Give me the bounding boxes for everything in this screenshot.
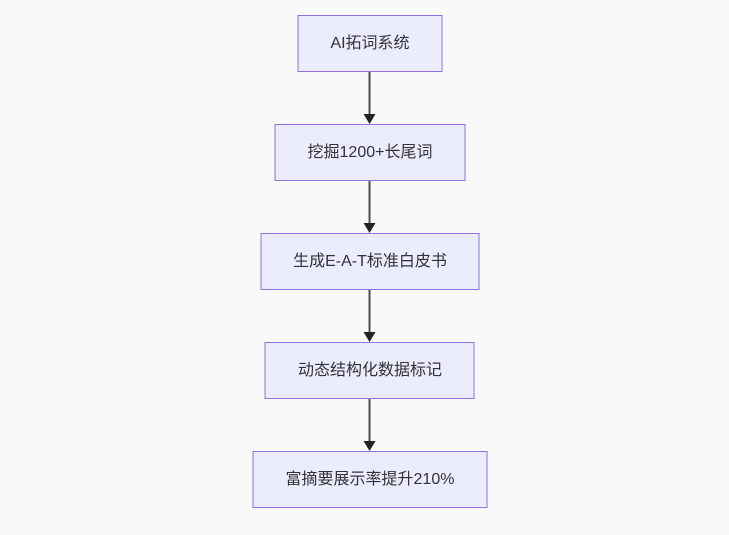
flow-node-longtail-mining: 挖掘1200+长尾词: [274, 124, 466, 181]
flow-arrow: [364, 399, 376, 451]
node-label: 动态结构化数据标记: [297, 361, 442, 379]
flow-arrow: [364, 181, 376, 233]
arrow-head-icon: [364, 441, 376, 451]
flow-node-eat-whitepaper: 生成E-A-T标准白皮书: [260, 233, 480, 290]
flowchart: AI拓词系统 挖掘1200+长尾词 生成E-A-T标准白皮书 动态结构化数据标记…: [252, 15, 488, 508]
flow-node-ai-keyword-system: AI拓词系统: [297, 15, 443, 72]
flow-node-rich-snippet-uplift: 富摘要展示率提升210%: [252, 451, 488, 508]
arrow-head-icon: [364, 223, 376, 233]
flow-arrow: [364, 72, 376, 124]
node-label: 挖掘1200+长尾词: [307, 143, 433, 161]
node-label: 富摘要展示率提升210%: [285, 470, 455, 488]
arrow-head-icon: [364, 114, 376, 124]
arrow-line: [369, 399, 371, 442]
arrow-line: [369, 181, 371, 224]
arrow-line: [369, 290, 371, 333]
node-label: AI拓词系统: [330, 34, 410, 52]
node-label: 生成E-A-T标准白皮书: [293, 252, 447, 270]
arrow-head-icon: [364, 332, 376, 342]
flow-arrow: [364, 290, 376, 342]
arrow-line: [369, 72, 371, 115]
flow-node-structured-data-markup: 动态结构化数据标记: [264, 342, 475, 399]
